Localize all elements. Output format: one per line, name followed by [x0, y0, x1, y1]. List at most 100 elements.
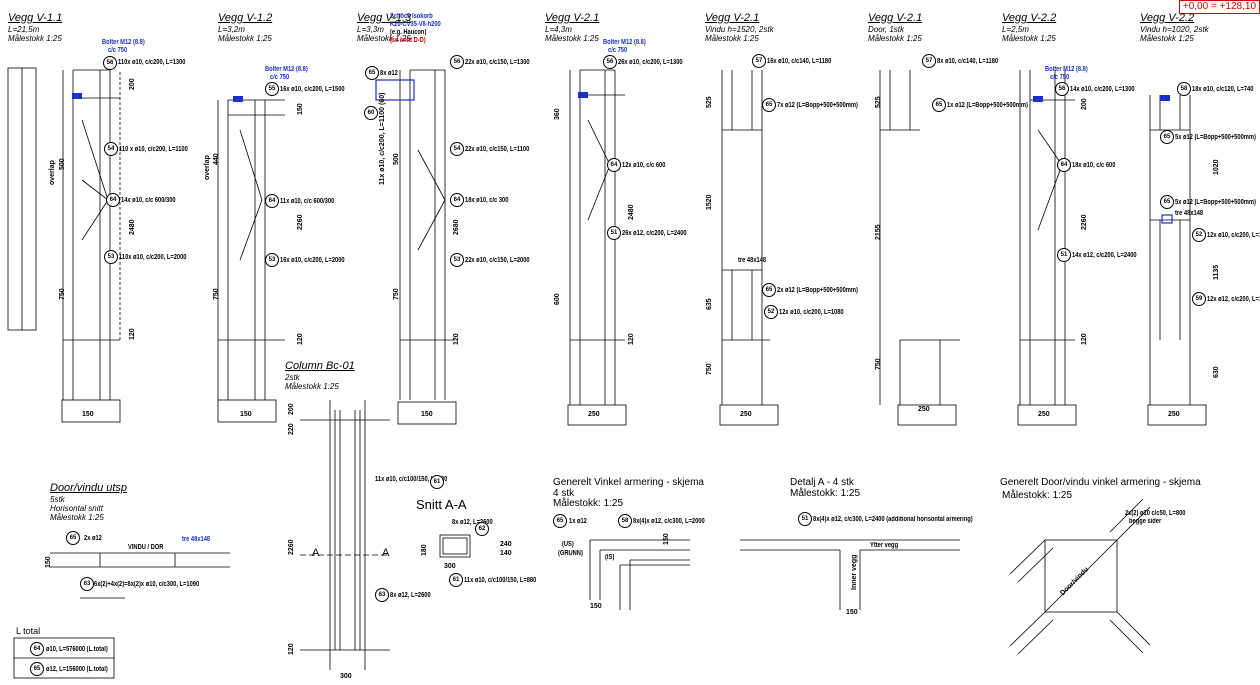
callout-bubble: 65 — [365, 66, 379, 80]
callout-bubble: 53 — [450, 253, 464, 267]
zone-label: (GRUNN) — [558, 550, 583, 557]
wall-v13-scale: Målestokk 1:25 — [357, 34, 411, 43]
wall-v12-scale: Målestokk 1:25 — [218, 34, 272, 43]
wall-v21a-scale: Målestokk 1:25 — [545, 34, 599, 43]
dim-label: 180 — [421, 544, 428, 556]
wall-v22a-scale: Målestokk 1:25 — [1002, 34, 1056, 43]
dim-label: 440 — [213, 153, 220, 165]
rebar-note: 1x ø12 — [569, 518, 587, 525]
dim-label: overlap — [49, 160, 56, 185]
rebar-note: 16x ø10, c/c140, L=1180 — [767, 58, 832, 65]
product-example: (e.g. Haucon) — [390, 29, 427, 36]
opening-label: VINDU / DOR — [128, 544, 164, 551]
dim-label: 240 — [500, 541, 512, 548]
dim-label: 1135 — [1213, 264, 1220, 280]
dim-label: 150 — [663, 533, 670, 545]
vinkel-scale: Målestokk: 1:25 — [553, 498, 624, 509]
dim-label: 120 — [297, 333, 304, 345]
dvinkel-scale: Målestokk: 1:25 — [1002, 490, 1073, 501]
callout-bubble: 63 — [375, 588, 389, 602]
callout-bubble: 63 — [80, 577, 94, 591]
dim-label: 525 — [706, 96, 713, 108]
detalj-title: Detalj A - 4 stk — [790, 477, 854, 488]
callout-bubble: 61 — [430, 475, 444, 489]
wall-v21a-bolt: Bolter M12 (8.8) — [603, 39, 646, 46]
dim-label: 750 — [393, 288, 400, 300]
detalj-scale: Målestokk: 1:25 — [790, 488, 861, 499]
rebar-note: 1x ø12 (L=Bopp+500+500mm) — [947, 102, 1028, 109]
product-ref: (se snitt D-D) — [390, 37, 426, 44]
callout-bubble: 64 — [607, 158, 621, 172]
callout-bubble: 65 — [762, 98, 776, 112]
callout-bubble: 51 — [798, 512, 812, 526]
door-section: Horisontal snitt — [50, 504, 103, 513]
totals-title: L total — [16, 626, 41, 636]
dim-label: 220 — [288, 423, 295, 435]
dim-label: 200 — [1081, 98, 1088, 110]
dim-label: 150 — [297, 103, 304, 115]
callout-bubble: 54 — [450, 142, 464, 156]
callout-bubble: 65 — [762, 283, 776, 297]
wall-v22a-bolt: Bolter M12 (8.8) — [1045, 66, 1088, 73]
callout-bubble: 65 — [66, 531, 80, 545]
wall-v11-bolt: Bolter M12 (8.8) — [102, 39, 145, 46]
dim-label: 120 — [129, 328, 136, 340]
rebar-note: 7x ø12 (L=Bopp+500+500mm) — [777, 102, 858, 109]
callout-bubble: 59 — [1192, 292, 1206, 306]
rebar-note: 16x ø10, c/c200, L=2000 — [280, 257, 345, 264]
rebar-note: 2x ø12 (L=Bopp+500+500mm) — [777, 287, 858, 294]
rebar-note: 18x ø10, c/c 300 — [465, 197, 509, 204]
callout-bubble: 60 — [364, 106, 378, 120]
rebar-note: tre 48x148 — [1175, 210, 1204, 217]
rebar-note: 22x ø10, c/c150, L=1300 — [465, 59, 530, 66]
wall-v11-scale: Målestokk 1:25 — [8, 34, 62, 43]
rebar-note: 8x(4)x ø12, c/c300, L=2000 — [633, 518, 705, 525]
dim-label: 250 — [1168, 411, 1180, 418]
dim-label: 2260 — [288, 539, 295, 555]
dim-label: 150 — [846, 609, 858, 616]
wall-v22a-length: L=2,5m — [1002, 25, 1029, 34]
callout-bubble: 52 — [764, 305, 778, 319]
timber-label: tre 48x148 — [182, 536, 211, 543]
rebar-note: 110x ø10, c/c200, L=2000 — [119, 254, 187, 261]
dim-label: 2260 — [297, 214, 304, 230]
rebar-note: 14x ø10, c/c 600/300 — [121, 197, 176, 204]
dim-label: 630 — [1213, 366, 1220, 378]
callout-bubble: 56 — [603, 55, 617, 69]
dim-label: 150 — [240, 411, 252, 418]
rebar-note: 8x ø12, L=2600 — [390, 592, 431, 599]
dim-label: 150 — [45, 556, 52, 568]
dim-label: 150 — [82, 411, 94, 418]
callout-bubble: 56 — [450, 55, 464, 69]
dim-label: 635 — [706, 298, 713, 310]
callout-bubble: 64 — [30, 642, 44, 656]
dim-label: 250 — [1038, 411, 1050, 418]
snitt-title: Snitt A-A — [416, 497, 467, 512]
rebar-note: 11x ø10, c/c 600/300 — [280, 198, 335, 205]
dim-label: 525 — [875, 96, 882, 108]
rebar-note: 2x(2) ø10 c/c50, L=800 — [1125, 510, 1186, 517]
callout-bubble: 51 — [607, 226, 621, 240]
dim-label: 300 — [444, 563, 456, 570]
dim-label: 2480 — [129, 219, 136, 235]
wall-v21b-scale: Målestokk 1:25 — [705, 34, 759, 43]
wall-v22b-scale: Målestokk 1:25 — [1140, 34, 1194, 43]
rebar-note: 18x ø10, c/c 600 — [1072, 162, 1116, 169]
dim-label: 2155 — [875, 224, 882, 240]
wall-v13-title: Vegg V-1.3 — [357, 12, 412, 24]
dim-label: 150 — [590, 603, 602, 610]
total-row: ø10, L=576000 (L.total) — [46, 646, 108, 653]
dim-label: 750 — [706, 363, 713, 375]
rebar-note: tre 48x148 — [738, 257, 767, 264]
callout-bubble: 57 — [752, 54, 766, 68]
wall-v22a-bolt-cc: c/c 750 — [1050, 74, 1070, 81]
dim-label: 2480 — [628, 204, 635, 220]
product-code: K20-CV35-V8-h200 — [390, 21, 441, 28]
door-scale: Målestokk 1:25 — [50, 513, 104, 522]
callout-bubble: 64 — [106, 193, 120, 207]
dim-label: 750 — [213, 288, 220, 300]
rebar-note: 6x(2)+4x(2)=8x(2)x ø10, c/c300, L=1090 — [94, 581, 200, 588]
vinkel-title: Generelt Vinkel armering - skjema — [553, 477, 704, 488]
callout-bubble: 65 — [553, 514, 567, 528]
